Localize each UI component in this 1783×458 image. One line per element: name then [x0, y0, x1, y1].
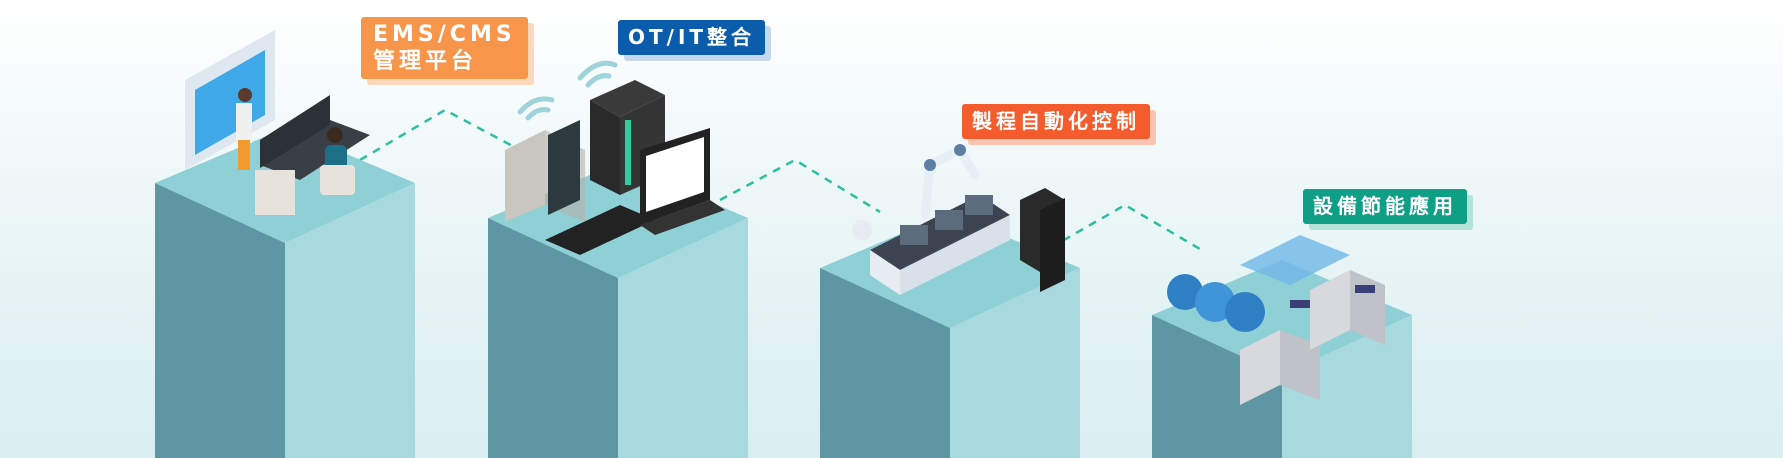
control-room-illustration	[185, 30, 370, 215]
robot-conveyor-illustration	[852, 144, 1065, 295]
server-illustration	[505, 60, 725, 255]
stage-label-line2: 管理平台	[373, 49, 478, 74]
stage-label-ot-it: OT/IT整合	[618, 20, 766, 55]
pillar-automation	[820, 213, 1080, 458]
stage-label-line1: EMS/CMS	[373, 22, 516, 47]
stage-label-energy-saving: 設備節能應用	[1303, 189, 1467, 224]
dashed-connector	[359, 108, 1206, 254]
machines-illustration	[1167, 235, 1385, 405]
stage-label-ems-cms: EMS/CMS 管理平台	[361, 17, 528, 79]
stage-label-process-automation: 製程自動化控制	[962, 104, 1150, 139]
